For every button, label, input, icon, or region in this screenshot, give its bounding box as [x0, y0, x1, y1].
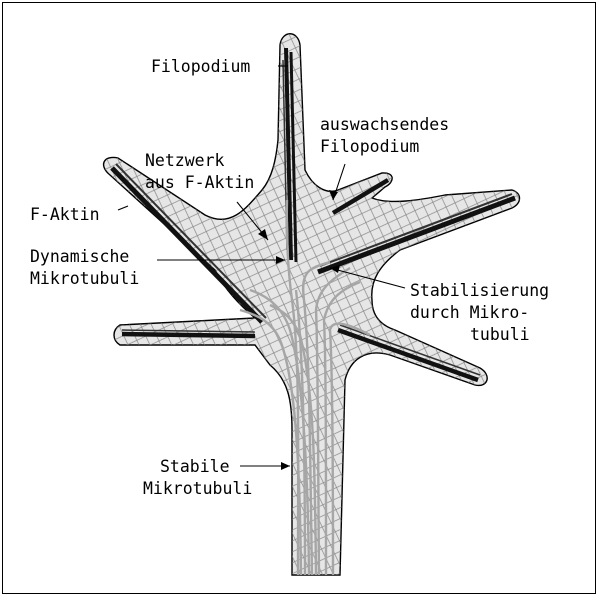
label-stabilization-line2: durch Mikro-	[410, 303, 529, 322]
label-growing-filopodium-line2: Filopodium	[320, 137, 419, 156]
label-actin-network-line2: aus F-Aktin	[145, 173, 254, 192]
label-stabilization-line1: Stabilisierung	[410, 281, 549, 300]
label-growing-filopodium-line1: auswachsendes	[320, 115, 449, 134]
leader-f-actin	[118, 206, 128, 210]
label-dynamic-microtubules-line1: Dynamische	[30, 247, 129, 266]
label-f-actin: F-Aktin	[30, 205, 100, 224]
label-filopodium: Filopodium	[151, 57, 250, 76]
label-actin-network-line1: Netzwerk	[145, 151, 225, 170]
label-stable-microtubules-line2: Mikrotubuli	[143, 479, 252, 498]
label-dynamic-microtubules-line2: Mikrotubuli	[30, 269, 139, 288]
label-stabilization-line3: tubuli	[470, 325, 530, 344]
label-stable-microtubules-line1: Stabile	[160, 457, 230, 476]
